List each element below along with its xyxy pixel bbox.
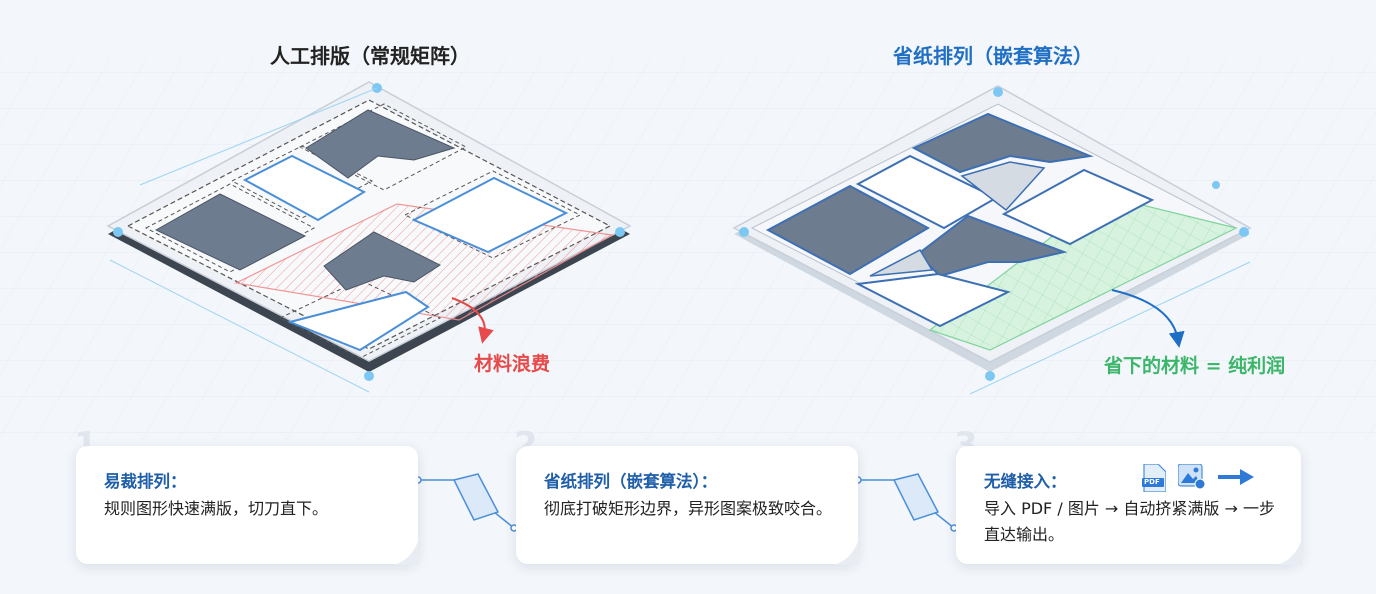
- step-card-easy-cut: 易裁排列： 规则图形快速满版，切刀直下。: [76, 446, 419, 565]
- dark-part: [154, 193, 307, 271]
- gray-part: [869, 249, 934, 277]
- step-desc: 导入 PDF / 图片 → 自动挤紧满版 → 一步直达输出。: [984, 499, 1275, 544]
- dark-part: [765, 184, 931, 276]
- image-icon: [1178, 464, 1206, 490]
- arrow-right-icon: [1218, 469, 1254, 485]
- step-connector: [854, 473, 958, 532]
- white-part: [411, 176, 569, 254]
- dark-part: [305, 109, 456, 179]
- page-curl-icon: [833, 539, 859, 565]
- step-desc: 规则图形快速满版，切刀直下。: [104, 499, 329, 518]
- white-part: [1001, 168, 1155, 246]
- manual-layout-heading: 人工排版（常规矩阵）: [270, 44, 470, 68]
- pdf-badge: PDF: [1144, 478, 1160, 486]
- step-title: 省纸排列（嵌套算法）：: [544, 472, 718, 491]
- step-title: 无缝接入：: [984, 472, 1067, 491]
- dark-part: [911, 112, 1094, 174]
- pdf-icon: PDF: [1142, 463, 1167, 493]
- manual-layout-plate: [106, 81, 632, 393]
- page-curl-icon: [1276, 539, 1302, 565]
- step-card-nesting: 省纸排列（嵌套算法）： 彻底打破矩形边界，异形图案极致咬合。: [516, 446, 859, 565]
- white-part: [242, 154, 367, 222]
- page-curl-icon: [393, 539, 419, 565]
- step-connector: [414, 473, 518, 532]
- step-title: 易裁排列：: [104, 472, 187, 491]
- step-desc: 彻底打破矩形边界，异形图案极致咬合。: [544, 499, 833, 518]
- nesting-layout-heading: 省纸排列（嵌套算法）: [893, 44, 1093, 68]
- nesting-layout-plate: [732, 85, 1252, 395]
- dark-part: [323, 231, 442, 291]
- waste-label: 材料浪费: [474, 353, 551, 375]
- profit-label: 省下的材料 = 纯利润: [1104, 355, 1286, 377]
- step-card-seamless: 无缝接入： PDF 导入 PDF / 图片 → 自动挤紧满版 → 一步直达输出。: [956, 446, 1302, 565]
- gray-part: [960, 161, 1046, 212]
